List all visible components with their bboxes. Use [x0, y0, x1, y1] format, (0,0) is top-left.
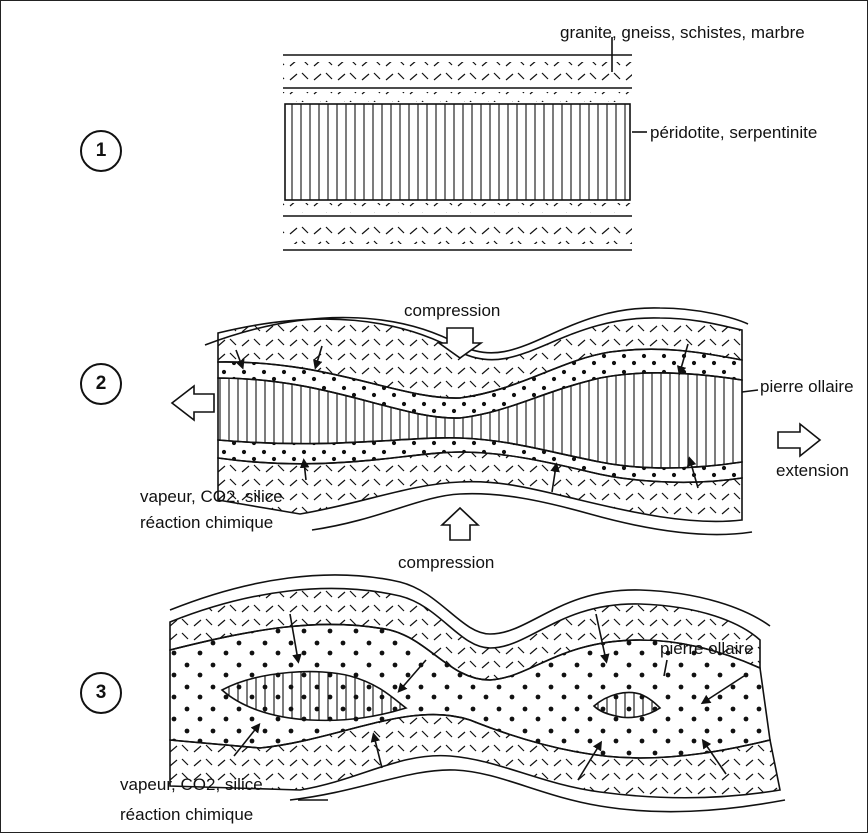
label-compression-top: compression — [404, 302, 500, 319]
label-host-rocks: granite, gneiss, schistes, marbre — [560, 24, 805, 41]
step-2-number: 2 — [96, 373, 107, 395]
step-3-badge: 3 — [80, 672, 122, 714]
label-vapeur-stage2: vapeur, CO2, silice — [140, 488, 283, 505]
label-extension: extension — [776, 462, 849, 479]
step-1-badge: 1 — [80, 130, 122, 172]
stage1-layers — [283, 37, 647, 250]
label-vapeur-stage3: vapeur, CO2, silice — [120, 776, 263, 793]
label-compression-bottom: compression — [398, 554, 494, 571]
step-2-badge: 2 — [80, 363, 122, 405]
step-3-number: 3 — [96, 682, 107, 704]
step-1-number: 1 — [96, 140, 107, 162]
label-pierre-ollaire-stage2: pierre ollaire — [760, 378, 854, 395]
label-peridotite: péridotite, serpentinite — [650, 124, 817, 141]
label-pierre-ollaire-stage3: pierre ollaire — [660, 640, 754, 657]
label-reaction-stage3: réaction chimique — [120, 806, 253, 823]
label-reaction-stage2: réaction chimique — [140, 514, 273, 531]
